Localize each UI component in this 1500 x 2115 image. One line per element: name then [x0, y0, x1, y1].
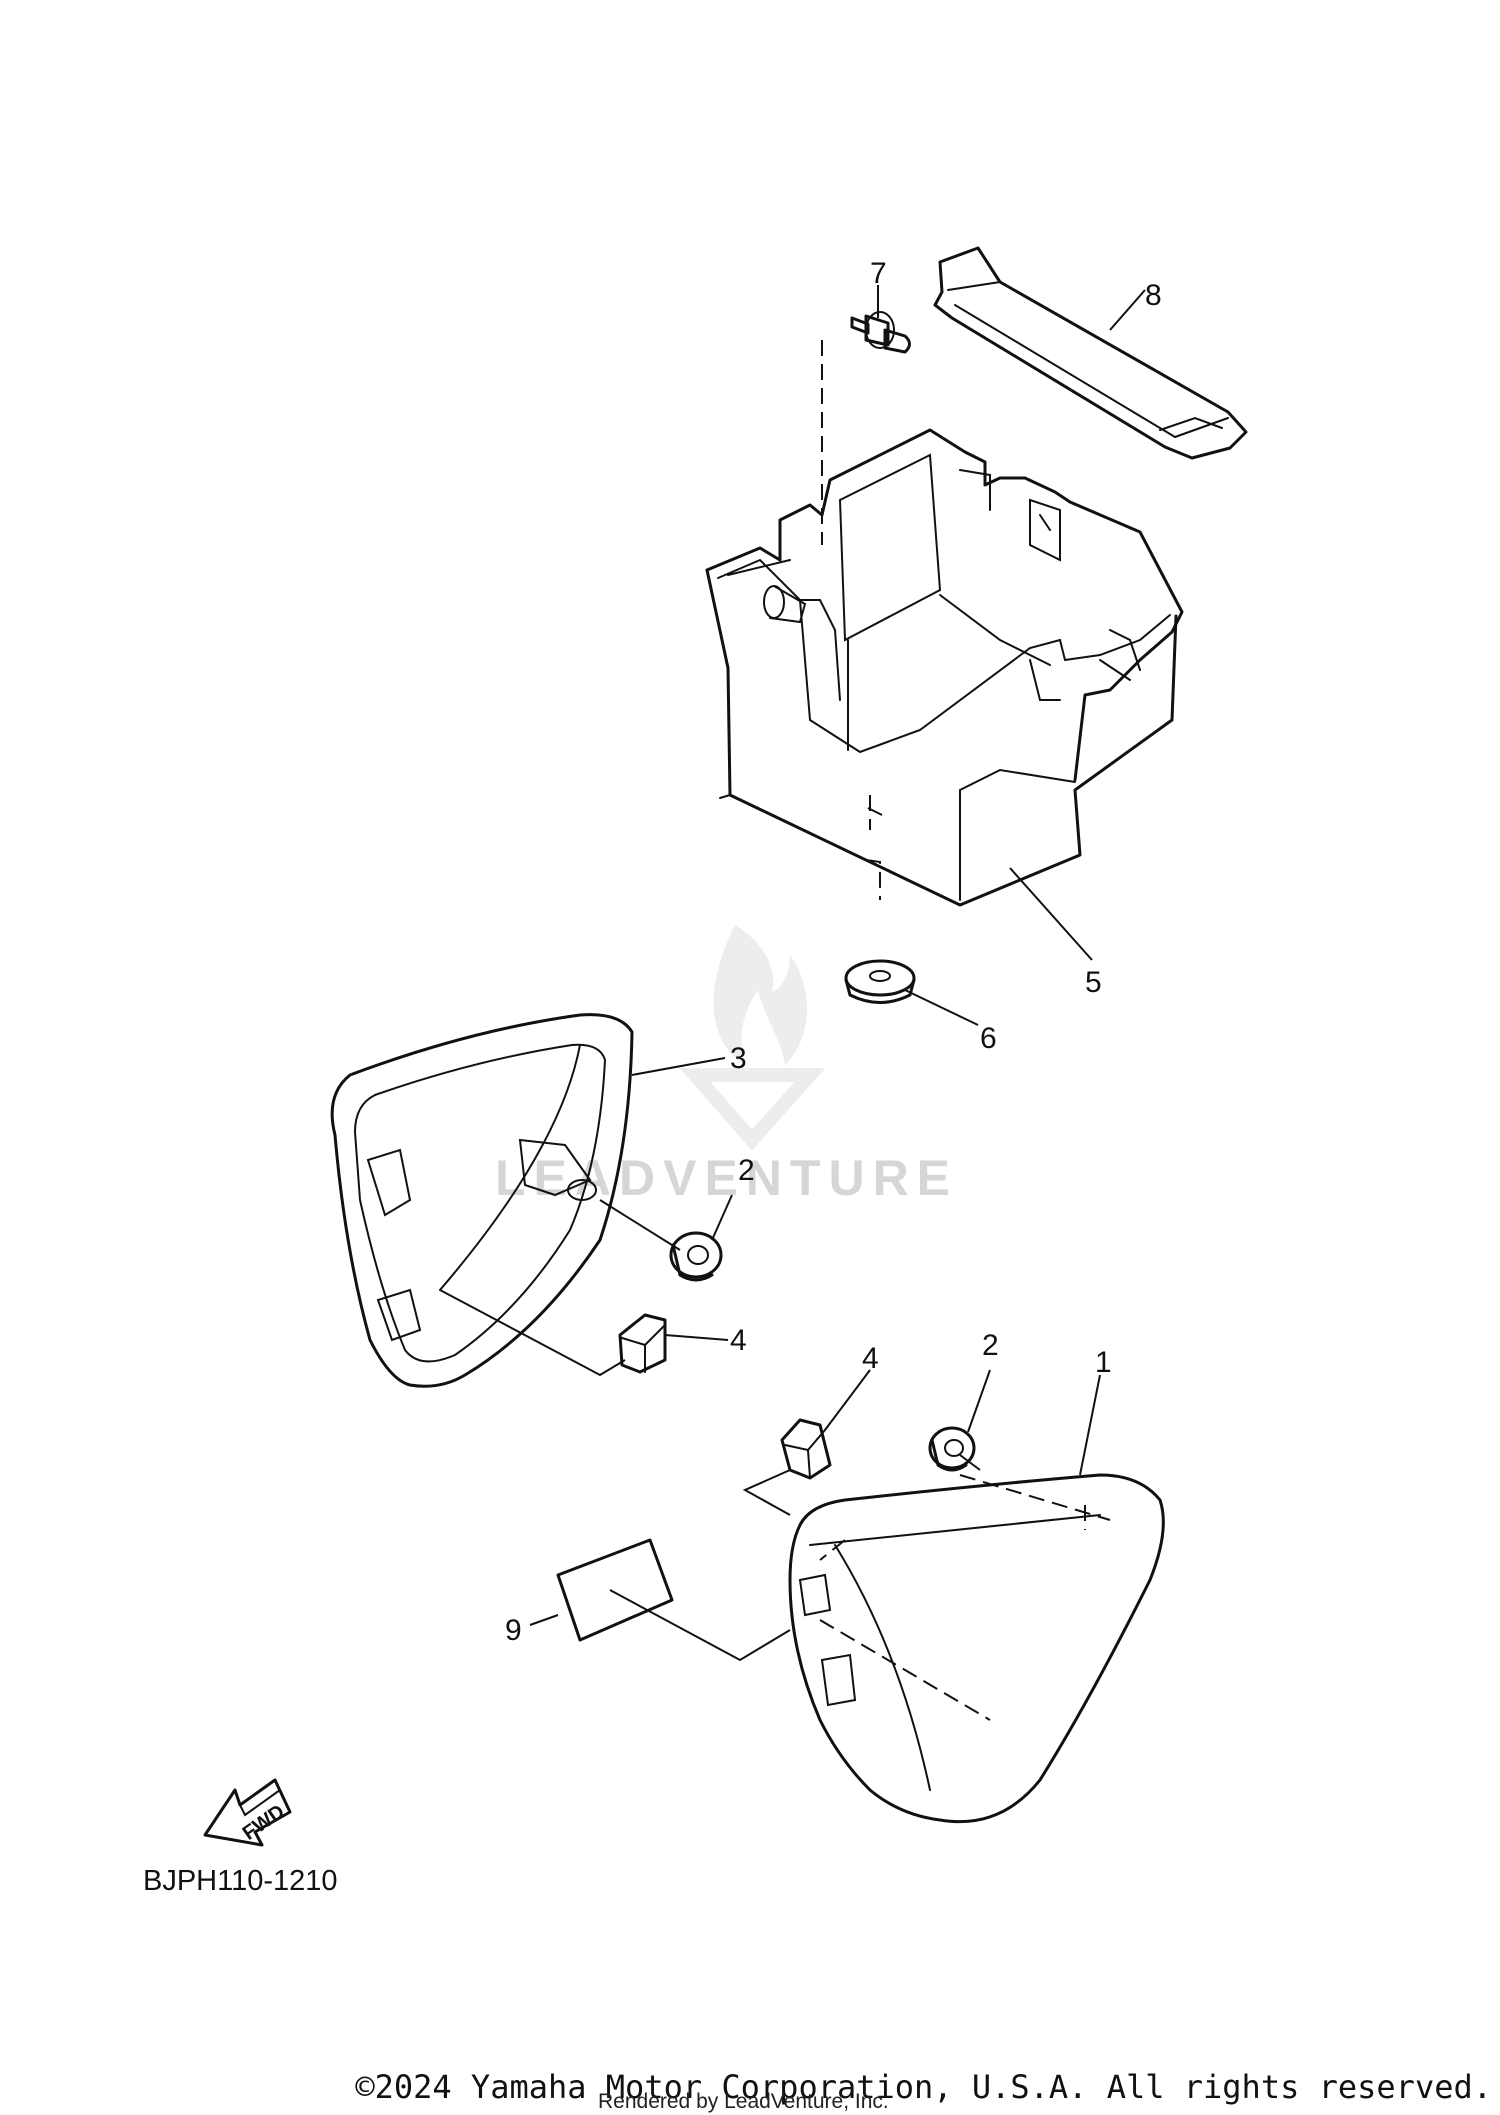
diagram-code: BJPH110-1210 — [143, 1865, 338, 1897]
part-6-grommet — [844, 959, 916, 1004]
part-7-bolt — [850, 311, 911, 354]
callout-2-right: 2 — [982, 1329, 999, 1362]
part-8-battery-band — [933, 246, 1248, 460]
callout-5: 5 — [1085, 966, 1102, 999]
callout-8: 8 — [1145, 279, 1162, 312]
part-3-side-cover-left — [330, 1013, 634, 1388]
watermark-text: LEADVENTURE — [495, 1150, 958, 1206]
part-5-battery-case — [705, 428, 1184, 907]
callout-4-left: 4 — [730, 1324, 747, 1357]
part-1-side-cover-right — [788, 1473, 1165, 1824]
callout-4-right: 4 — [862, 1342, 879, 1375]
watermark-logo — [679, 925, 826, 1151]
part-2-grommet-right — [928, 1426, 976, 1472]
copyright-notice: ©2024 Yamaha Motor Corporation, U.S.A. A… — [355, 2068, 1492, 2106]
fwd-label: FWD — [239, 1801, 289, 1845]
callout-1: 1 — [1095, 1346, 1112, 1379]
callout-6: 6 — [980, 1022, 997, 1055]
rendered-by-credit: Rendered by LeadVenture, Inc. — [598, 2090, 889, 2113]
callout-2-upper: 2 — [738, 1154, 755, 1187]
part-4-damper-left — [618, 1313, 667, 1374]
part-2-grommet-upper — [669, 1231, 723, 1282]
callout-9: 9 — [505, 1614, 522, 1647]
callout-3: 3 — [730, 1042, 747, 1075]
fwd-arrow-icon: FWD — [203, 1778, 292, 1847]
part-9-label — [556, 1538, 791, 1662]
callout-7: 7 — [870, 257, 887, 290]
